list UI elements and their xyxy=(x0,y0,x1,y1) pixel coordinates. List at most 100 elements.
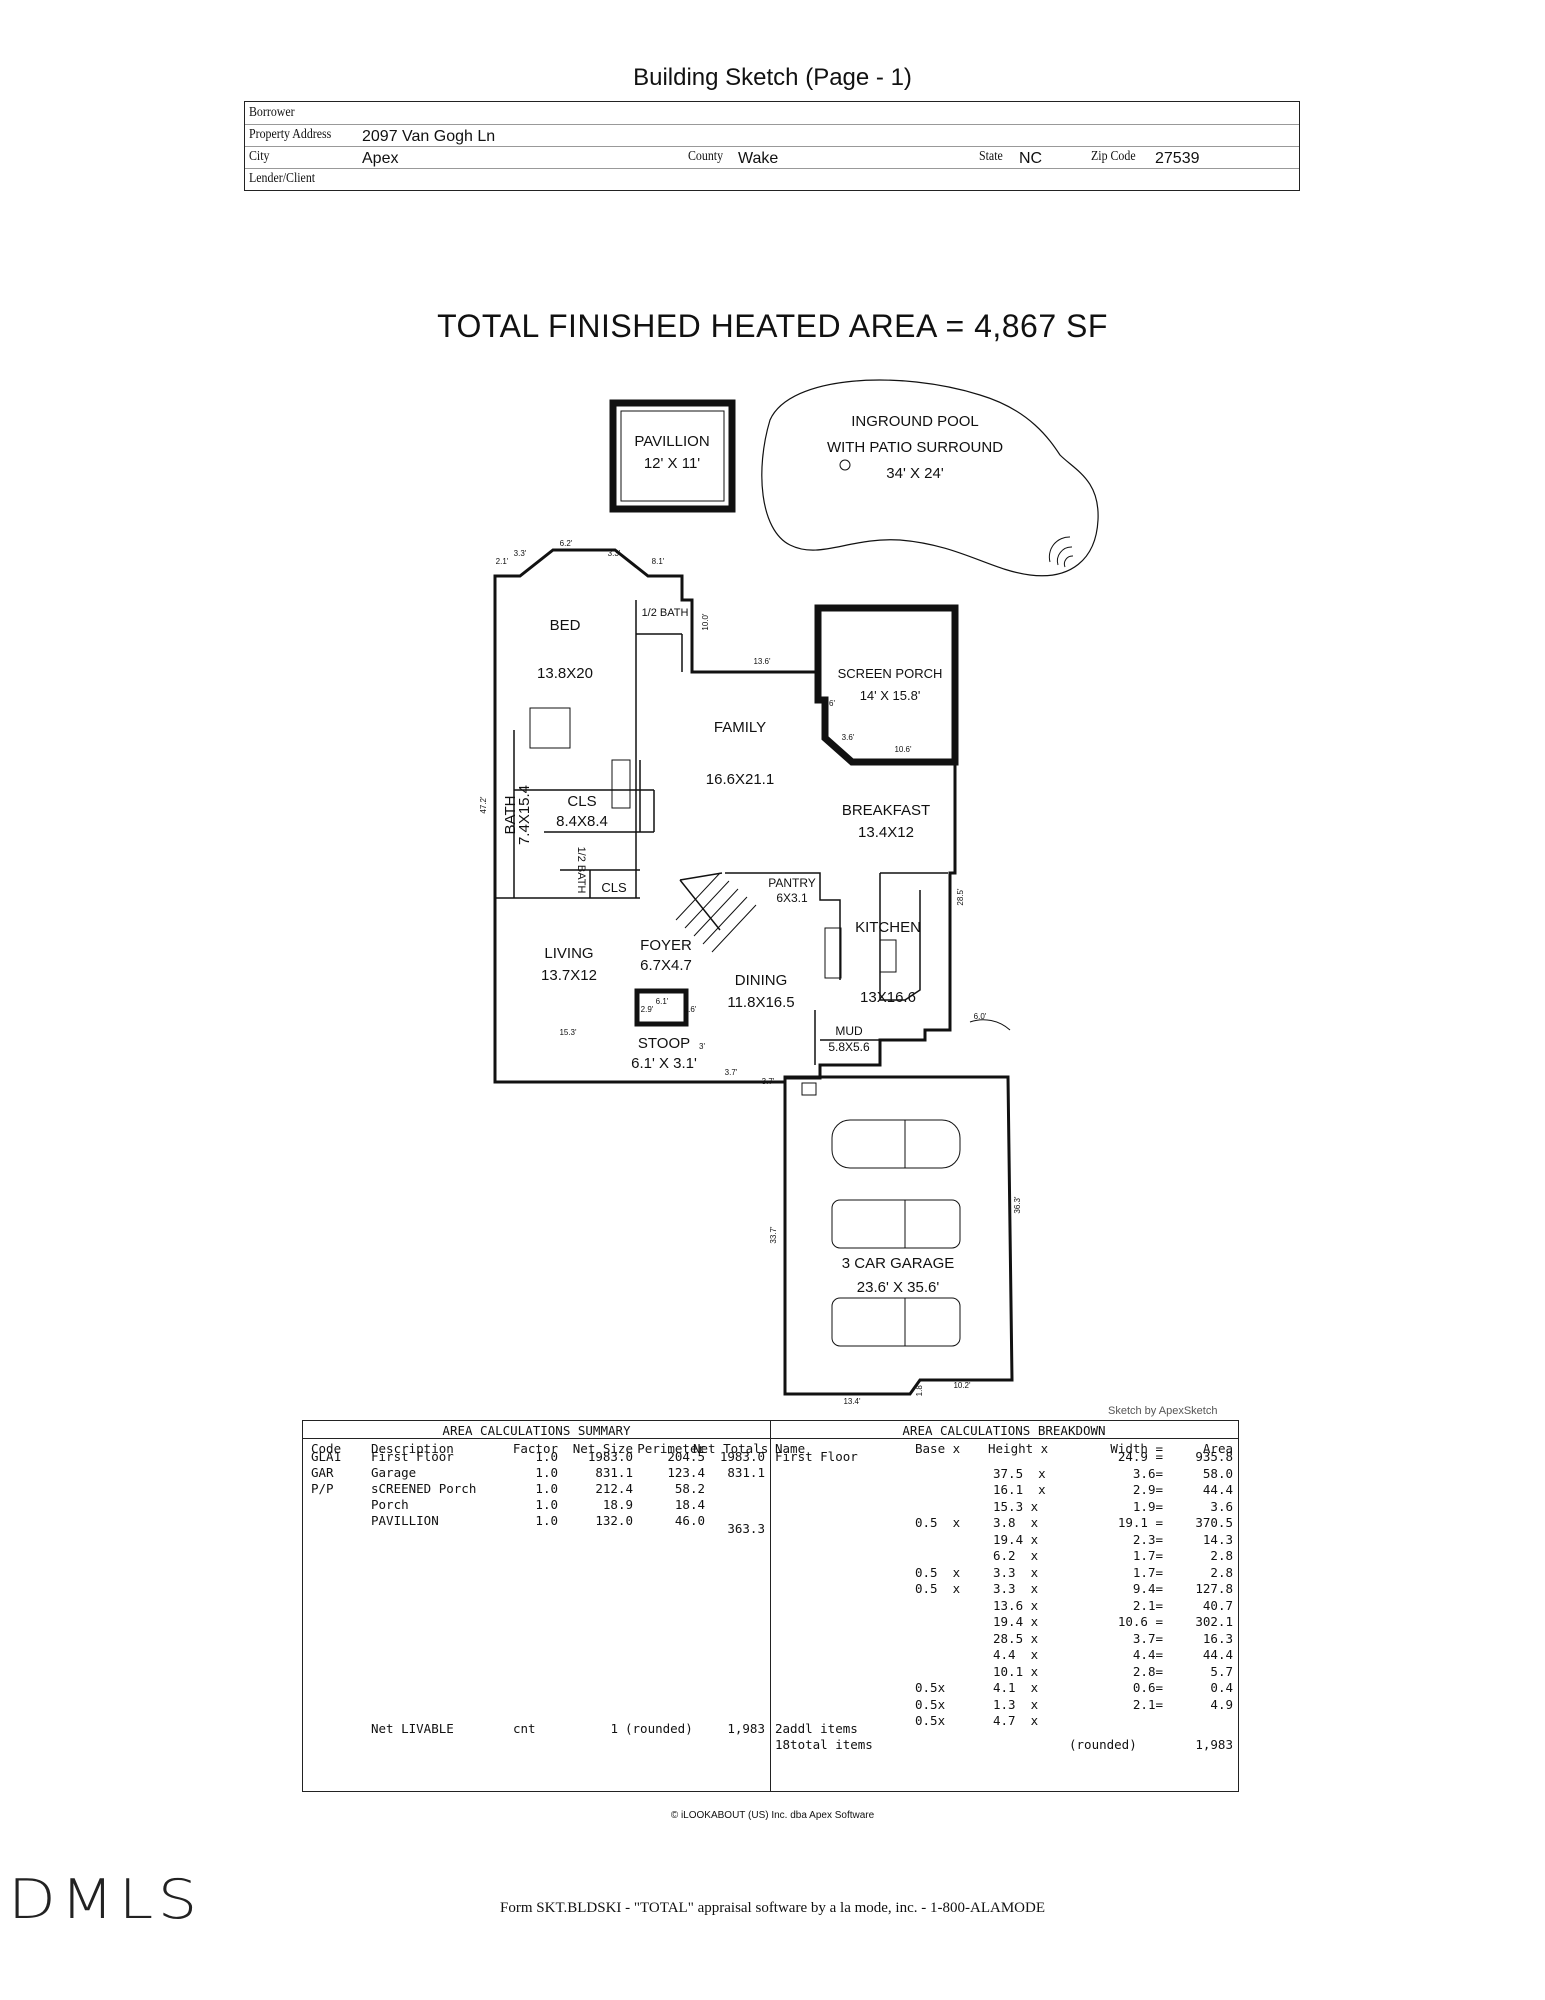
dim-3: 3' xyxy=(699,1042,705,1051)
state-label: State xyxy=(979,149,1003,164)
dim-1-8: 1.8' xyxy=(915,1383,924,1396)
breakdown-header-width: Width = xyxy=(1110,1441,1163,1456)
breakdown-height-cell: 6.2 x xyxy=(993,1548,1039,1563)
summary-cell: 1.0 xyxy=(535,1465,558,1480)
summary-cell: 46.0 xyxy=(674,1513,705,1528)
summary-cell: 1.0 xyxy=(535,1513,558,1528)
breakdown-area-cell: 16.3 xyxy=(1202,1630,1233,1646)
state-value: NC xyxy=(1019,150,1043,167)
pavillion-inner xyxy=(620,410,725,502)
summary-footer-count: 1 xyxy=(610,1721,618,1736)
summary-header-perimeter: Perimeter xyxy=(637,1441,705,1456)
dim-8-1: 8.1' xyxy=(652,557,665,566)
borrower-row: Borrower xyxy=(245,102,1299,125)
breakdown-width-cell: 0.6= xyxy=(1132,1680,1163,1695)
dim-3-6: 3.6' xyxy=(842,733,855,742)
breakdown-width-cell: 19.1 = xyxy=(1117,1515,1163,1530)
breakdown-area-cell: 0.4 xyxy=(1210,1680,1233,1695)
pp-total: 363.3 xyxy=(727,1521,765,1536)
breakdown-header-height: Height x xyxy=(988,1441,1049,1456)
summary-cell: PAVILLION xyxy=(371,1513,439,1528)
dim-2-9: 2.9' xyxy=(641,1005,654,1014)
bed-size: 13.8X20 xyxy=(537,665,593,682)
summary-title: AREA CALCULATIONS SUMMARY xyxy=(442,1423,631,1438)
breakdown-width-cell: 1.7= xyxy=(1132,1548,1163,1563)
summary-cell: 212.4 xyxy=(595,1481,633,1496)
summary-cell: Garage xyxy=(371,1465,417,1480)
bath-size: 7.4X15.4 xyxy=(516,785,533,845)
summary-cell: 18.4 xyxy=(674,1497,705,1512)
pool-label-2: WITH PATIO SURROUND xyxy=(827,439,1003,456)
summary-cell: 204.5 xyxy=(667,1449,705,1464)
city-row: City Apex County Wake State NC Zip Code … xyxy=(245,146,1299,169)
pavillion-outline xyxy=(609,399,736,513)
kitchen-label: KITCHEN xyxy=(855,919,921,936)
breakdown-area-cell: 3.6 xyxy=(1210,1498,1233,1514)
summary-cell: 58.2 xyxy=(674,1481,705,1496)
breakdown-height-cell: 4.4 x xyxy=(993,1647,1039,1662)
car-3 xyxy=(831,1297,961,1347)
pantry-label: PANTRY xyxy=(768,876,816,890)
cls-small-label: CLS xyxy=(601,880,627,895)
breakdown-height-cell: 4.7 x xyxy=(993,1713,1039,1728)
breakdown-height-cell: 4.1 x xyxy=(993,1680,1039,1695)
summary-cell: 1.0 xyxy=(535,1449,558,1464)
mud-size: 5.8X5.6 xyxy=(828,1040,870,1054)
pool-steps xyxy=(1048,536,1074,568)
summary-cell: P/P xyxy=(311,1481,334,1496)
breakdown-height-cell: 3.8 x xyxy=(993,1515,1039,1530)
city-value: Apex xyxy=(362,150,399,167)
dim-6: 6' xyxy=(829,699,835,708)
breakdown-footer-addl: 2addl items xyxy=(775,1721,858,1736)
breakdown-header-base: Base x xyxy=(915,1441,961,1456)
garage-label: 3 CAR GARAGE xyxy=(842,1255,955,1272)
breakdown-height-cell: 15.3 x xyxy=(993,1498,1039,1514)
pool-size: 34' X 24' xyxy=(886,465,944,482)
dim-6-1: 6.1' xyxy=(656,997,669,1006)
stoop-outline xyxy=(634,988,689,1027)
summary-cell: 123.4 xyxy=(667,1465,705,1480)
dim-3-7-a: 3.7' xyxy=(725,1068,738,1077)
property-header-box: Borrower Property Address 2097 Van Gogh … xyxy=(244,101,1300,191)
pavillion-size: 12' X 11' xyxy=(644,455,700,472)
breakdown-area-cell: 14.3 xyxy=(1202,1531,1233,1547)
dining-label: DINING xyxy=(735,972,788,989)
breakdown-area-cell: 935.8 xyxy=(1195,1449,1233,1464)
breakdown-width-cell: 4.4= xyxy=(1132,1647,1163,1662)
breakdown-height-cell: 13.6 x xyxy=(993,1597,1039,1613)
summary-cell: GAR xyxy=(311,1465,334,1480)
dim-36-3: 36.3' xyxy=(1013,1196,1022,1214)
breakdown-area-cell: 370.5 xyxy=(1195,1515,1233,1530)
stoop-label: STOOP xyxy=(638,1035,690,1052)
breakdown-height-cell: 28.5 x xyxy=(993,1630,1039,1646)
dim-13-6: 13.6' xyxy=(753,657,771,666)
breakdown-header-area: Area xyxy=(1202,1441,1233,1456)
zip-value: 27539 xyxy=(1155,150,1200,167)
summary-header-factor: Factor xyxy=(512,1441,558,1456)
dim-10-6: 10.6' xyxy=(894,745,912,754)
summary-header-net-size: Net Size xyxy=(572,1441,633,1456)
breakdown-width-cell: 1.9= xyxy=(1132,1498,1163,1514)
stoop-size: 6.1' X 3.1' xyxy=(631,1055,697,1072)
breakdown-width-cell: 9.4= xyxy=(1132,1581,1163,1596)
breakdown-area-cell: 2.8 xyxy=(1210,1548,1233,1563)
breakdown-area-cell: 44.4 xyxy=(1202,1482,1233,1497)
breakdown-area-cell: 4.9 xyxy=(1210,1696,1233,1712)
dim-10-2: 10.2' xyxy=(953,1381,971,1390)
breakdown-width-cell: 2.9= xyxy=(1132,1482,1163,1497)
dim-3-3-b: 3.3' xyxy=(608,549,621,558)
heated-area-headline: TOTAL FINISHED HEATED AREA = 4,867 SF xyxy=(437,308,1108,344)
sketch-credit: Sketch by ApexSketch xyxy=(1108,1405,1218,1417)
cls-size: 8.4X8.4 xyxy=(556,813,608,830)
